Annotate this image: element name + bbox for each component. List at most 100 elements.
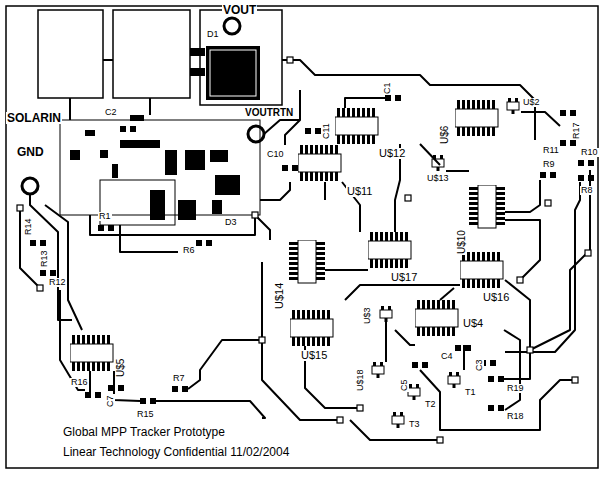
passive-footprint — [488, 405, 504, 411]
copper-trace — [350, 420, 440, 440]
part-label: C2 — [104, 108, 118, 117]
ic-footprint — [415, 300, 458, 336]
via-pad — [259, 337, 265, 343]
part-label: T3 — [408, 420, 421, 429]
power-stage — [210, 50, 256, 96]
board-outline — [6, 6, 598, 468]
copper-trace — [463, 345, 465, 370]
power-stage — [113, 10, 190, 98]
power-stage — [165, 150, 177, 175]
board-note: Linear Technology Confidential 11/02/200… — [62, 446, 290, 458]
part-label: R14 — [24, 217, 33, 236]
via-pad — [585, 250, 591, 256]
passive-footprint — [412, 362, 428, 368]
ic-footprint — [335, 108, 378, 144]
part-label: C5 — [400, 378, 409, 392]
via-pad — [37, 285, 43, 291]
power-stage — [190, 68, 205, 76]
part-label: U$11 — [346, 186, 373, 197]
copper-trace — [30, 194, 72, 320]
part-label: C11 — [322, 122, 331, 140]
part-label: C7 — [106, 394, 115, 408]
part-label: R12 — [48, 278, 67, 287]
passive-footprint — [140, 398, 156, 404]
power-stage — [178, 200, 196, 220]
passive-footprint — [108, 385, 124, 391]
copper-trace — [395, 330, 415, 345]
ic-footprint — [289, 240, 325, 283]
passive-footprint — [196, 240, 212, 246]
power-stage — [224, 18, 240, 34]
passive-footprint — [560, 140, 576, 146]
part-label: U$10 — [457, 229, 467, 255]
copper-trace — [505, 220, 540, 280]
part-label: U$17 — [390, 272, 418, 283]
power-stage — [215, 175, 240, 195]
passive-footprint — [560, 110, 576, 116]
terminal-label: GND — [16, 146, 45, 158]
power-stage — [206, 46, 260, 100]
part-label: R15 — [136, 410, 155, 419]
power-stage — [130, 115, 144, 121]
via-pad — [357, 405, 363, 411]
power-stage — [120, 140, 160, 148]
power-stage — [190, 48, 205, 56]
via-pad — [405, 195, 411, 201]
via-pad — [17, 205, 23, 211]
board-outline — [6, 6, 598, 468]
ic-footprint — [455, 100, 498, 136]
power-stage — [210, 150, 228, 162]
terminal-label: SOLARIN — [6, 112, 62, 124]
terminal-label: VOUT — [222, 4, 257, 16]
part-label: R16 — [70, 378, 89, 387]
copper-trace — [20, 208, 40, 288]
part-label: R19 — [506, 384, 525, 393]
part-label: U$5 — [116, 358, 126, 378]
part-label: U$12 — [378, 148, 406, 159]
part-label: T1 — [464, 388, 477, 397]
passive-footprint — [40, 270, 56, 276]
power-stage — [150, 190, 165, 220]
passive-footprint — [30, 95, 594, 411]
part-label: C3 — [475, 358, 484, 372]
copper-trace — [385, 322, 387, 362]
via-pad — [545, 200, 551, 206]
power-stage — [212, 200, 222, 214]
part-label: U$2 — [522, 98, 541, 107]
part-label: R10 — [580, 148, 599, 157]
via-pad — [287, 57, 293, 63]
part-label: R8 — [580, 186, 594, 195]
part-label: R6 — [182, 246, 196, 255]
ic-footprint — [70, 335, 113, 371]
copper-trace — [260, 182, 290, 200]
via-pad — [437, 437, 443, 443]
part-label: R13 — [40, 249, 49, 268]
board-note: Global MPP Tracker Prototype — [62, 426, 226, 438]
part-label: R17 — [572, 121, 581, 140]
copper-trace — [149, 98, 151, 115]
copper-trace — [69, 98, 71, 120]
copper-trace — [156, 401, 265, 418]
copper-trace — [282, 60, 535, 140]
copper-trace — [262, 262, 340, 420]
via-pad — [337, 417, 343, 423]
part-label: D3 — [224, 218, 238, 227]
part-label: U$4 — [462, 318, 484, 329]
passive-footprint — [540, 172, 556, 178]
copper-trace — [90, 215, 255, 235]
copper-trace — [20, 60, 590, 440]
passive-footprint — [578, 160, 594, 166]
part-label: U$13 — [426, 174, 450, 183]
part-label: C4 — [440, 352, 454, 361]
power-stage — [85, 130, 95, 136]
part-label: R11 — [542, 146, 560, 155]
copper-trace — [264, 120, 300, 134]
part-label: U$14 — [274, 282, 285, 310]
copper-trace — [325, 269, 368, 271]
copper-trace — [420, 370, 480, 430]
power-stage — [70, 150, 80, 160]
copper-trace — [446, 170, 469, 172]
power-stage — [22, 178, 38, 194]
power-stage — [112, 164, 118, 178]
passive-footprint — [385, 95, 401, 101]
